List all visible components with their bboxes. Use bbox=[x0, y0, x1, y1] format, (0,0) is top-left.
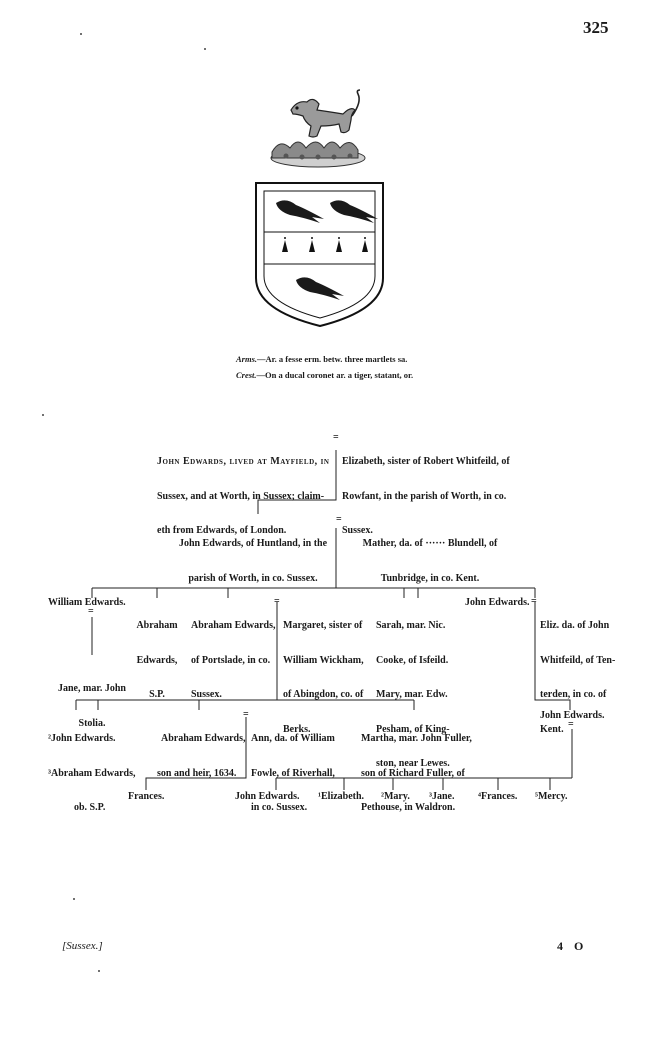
entry-line: Sussex. bbox=[342, 525, 373, 536]
entry-line: ob. S.P. bbox=[74, 802, 106, 813]
entry-line: son and heir, 1634. bbox=[157, 767, 237, 779]
entry-line: S.P. bbox=[149, 689, 165, 700]
entry-line: William Wickham, bbox=[283, 654, 364, 666]
marriage-sign: = bbox=[243, 709, 249, 720]
entry-line: parish of Worth, in co. Sussex. bbox=[188, 572, 318, 584]
entry-line: son of Richard Fuller, of bbox=[361, 767, 465, 779]
marriage-sign: = bbox=[333, 432, 339, 443]
entry-line: Rowfant, in the parish of Worth, in co. bbox=[342, 490, 507, 502]
john-edwards-gen3-entry: John Edwards. bbox=[465, 597, 530, 608]
eliz-whitfeild-entry: Eliz. da. of John Whitfeild, of Ten- ter… bbox=[540, 597, 615, 758]
martlet-icon bbox=[276, 200, 378, 300]
jane-entry: ³Jane. bbox=[429, 791, 455, 802]
entry-line: Tunbridge, in co. Kent. bbox=[380, 572, 480, 584]
entry-line: terden, in co. of bbox=[540, 689, 607, 700]
entry-line: Margaret, sister of bbox=[283, 620, 363, 631]
entry-line: Pesham, of King- bbox=[376, 723, 450, 735]
john-edwards-gen4-entry: John Edwards. bbox=[540, 710, 605, 721]
entry-line: Whitfeild, of Ten- bbox=[540, 654, 616, 666]
mather-blundell-entry: Mather, da. of ······ Blundell, of Tunbr… bbox=[342, 515, 518, 607]
entry-line: Elizabeth, sister of Robert Whitfeild, o… bbox=[342, 456, 510, 467]
print-speck bbox=[98, 970, 100, 972]
frances-daughter-entry: ⁴Frances. bbox=[478, 791, 518, 802]
marriage-sign: = bbox=[336, 514, 342, 525]
coat-of-arms-image bbox=[255, 89, 384, 328]
entry-line: Mather, da. of ······ Blundell, of bbox=[362, 538, 498, 549]
ducal-coronet-icon bbox=[270, 141, 366, 168]
abraham-edwards-portslade-entry: Abraham Edwards, of Portslade, in co. Su… bbox=[191, 597, 275, 724]
marriage-sign: = bbox=[568, 719, 574, 730]
entry-line: ³Abraham Edwards, bbox=[48, 767, 136, 779]
marriage-sign: = bbox=[531, 596, 537, 607]
entry-line: ²John Edwards. bbox=[48, 733, 116, 744]
entry-line: Jane, mar. John bbox=[58, 683, 126, 694]
page-number: 325 bbox=[583, 18, 609, 37]
margaret-wickham-entry: Margaret, sister of William Wickham, of … bbox=[283, 597, 364, 758]
mary-entry: ²Mary. bbox=[381, 791, 410, 802]
entry-line: of Portslade, in co. bbox=[191, 654, 271, 666]
signature-mark: 4 O bbox=[557, 939, 588, 953]
abraham-edwards-sp-entry: Abraham Edwards, S.P. bbox=[130, 597, 184, 724]
entry-line: Mary, mar. Edw. bbox=[376, 689, 448, 700]
shield-icon bbox=[255, 182, 384, 328]
arms-caption: Arms.—Ar. a fesse erm. betw. three martl… bbox=[236, 354, 408, 364]
john-edwards-huntland-entry: John Edwards, of Huntland, in the parish… bbox=[164, 515, 342, 607]
elizabeth-entry: ¹Elizabeth. bbox=[318, 791, 365, 802]
print-speck bbox=[42, 414, 44, 416]
print-speck bbox=[378, 542, 380, 544]
entry-line: Sussex. bbox=[191, 689, 222, 700]
entry-line: Stolia. bbox=[78, 717, 106, 729]
entry-line: ston, near Lewes. bbox=[376, 758, 450, 769]
frances-entry: Frances. bbox=[128, 791, 165, 802]
entry-line: Abraham bbox=[136, 620, 178, 631]
entry-line: Eliz. da. of John bbox=[540, 620, 610, 631]
marriage-sign: = bbox=[274, 596, 280, 607]
entry-line: Ann, da. of William bbox=[251, 733, 335, 744]
entry-line: of Abingdon, co. of bbox=[283, 689, 364, 700]
elizabeth-whitfeild-entry: Elizabeth, sister of Robert Whitfeild, o… bbox=[342, 433, 510, 560]
crest-caption: Crest.—On a ducal coronet ar. a tiger, s… bbox=[236, 370, 414, 380]
ann-fowle-entry: Ann, da. of William Fowle, of Riverhall,… bbox=[251, 710, 335, 837]
print-speck bbox=[73, 898, 75, 900]
entry-line: Pethouse, in Waldron. bbox=[361, 802, 456, 813]
entry-line: Abraham Edwards, bbox=[161, 733, 246, 744]
john-abraham-edwards-entry: ²John Edwards. ³Abraham Edwards, ob. S.P… bbox=[48, 710, 135, 837]
entry-line: Berks. bbox=[283, 723, 311, 735]
entry-line: Sarah, mar. Nic. bbox=[376, 620, 446, 631]
entry-line: Fowle, of Riverhall, bbox=[251, 767, 335, 779]
print-speck bbox=[204, 48, 206, 50]
entry-line: Abraham Edwards, bbox=[191, 620, 276, 631]
entry-line: eth from Edwards, of London. bbox=[157, 525, 287, 536]
entry-line: Martha, mar. John Fuller, bbox=[361, 733, 472, 744]
entry-line: Cooke, of Isfeild. bbox=[376, 654, 449, 666]
john-edwards-gen5-entry: John Edwards. bbox=[235, 791, 300, 802]
tiger-crest-icon bbox=[290, 89, 361, 138]
william-edwards-entry: William Edwards. bbox=[48, 597, 126, 608]
county-footer: [Sussex.] bbox=[62, 940, 103, 952]
entry-line: Edwards, bbox=[136, 654, 178, 666]
john-edwards-senior-entry: John Edwards, lived at Mayfield, in Suss… bbox=[157, 433, 329, 560]
sarah-mary-entry: Sarah, mar. Nic. Cooke, of Isfeild. Mary… bbox=[376, 597, 450, 793]
mercy-entry: ⁵Mercy. bbox=[535, 791, 568, 802]
marriage-sign: = bbox=[88, 606, 94, 617]
jane-stolia-entry: Jane, mar. John Stolia. bbox=[42, 660, 142, 752]
entry-line: John Edwards, of Huntland, in the bbox=[178, 538, 328, 549]
entry-line: in co. Sussex. bbox=[251, 802, 308, 813]
martha-fuller-entry: Martha, mar. John Fuller, son of Richard… bbox=[361, 710, 472, 837]
entry-line: Sussex, and at Worth, in Sussex; claim- bbox=[157, 490, 325, 502]
entry-line: Kent. bbox=[540, 723, 564, 735]
entry-line: John Edwards, lived at Mayfield, in bbox=[157, 456, 330, 467]
print-speck bbox=[80, 33, 82, 35]
abraham-edwards-heir-entry: Abraham Edwards, son and heir, 1634. bbox=[157, 710, 245, 802]
